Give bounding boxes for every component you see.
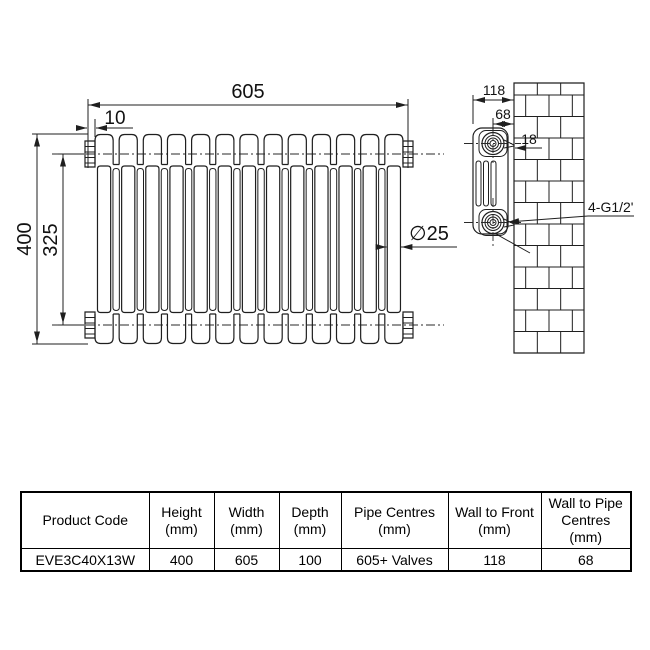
dim-wall-to-pipe: 68 — [493, 106, 514, 130]
bottom-header-hubs — [95, 314, 403, 344]
wall-brackets — [496, 140, 530, 253]
spec-table-data-row: EVE3C40X13W 400 605 100 605+ Valves 118 … — [20, 548, 632, 572]
dim-width: 605 — [88, 81, 408, 168]
col-product-code: Product Code — [20, 491, 150, 550]
radiator-side-profile — [464, 127, 530, 253]
dim-wall-gap-label: 18 — [521, 131, 537, 147]
dim-wall-gap: 18 — [515, 131, 542, 151]
side-view: 118 68 18 4-G1/2' — [464, 82, 634, 353]
col-depth: Depth (mm) — [278, 491, 342, 550]
cell-wall-to-front: 118 — [447, 548, 542, 572]
front-view: 605 10 400 — [14, 81, 457, 344]
dim-column-diameter: ∅25 — [375, 223, 457, 250]
dim-wall-to-front: 118 — [473, 82, 514, 124]
cell-pipe-centres: 605+ Valves — [340, 548, 449, 572]
cell-width: 605 — [213, 548, 280, 572]
brick-wall — [514, 83, 584, 353]
valve-tails — [85, 141, 413, 338]
dim-column-diameter-label: ∅25 — [409, 223, 449, 245]
cell-height: 400 — [148, 548, 215, 572]
cell-product-code: EVE3C40X13W — [20, 548, 150, 572]
dim-height-label: 400 — [14, 222, 36, 255]
spec-table: Product Code Height (mm) Width (mm) Dept… — [20, 491, 632, 573]
dim-inset: 10 — [76, 108, 133, 137]
spec-table-header-row: Product Code Height (mm) Width (mm) Dept… — [20, 491, 632, 550]
top-header-hubs — [95, 135, 403, 165]
front-view-sections — [95, 135, 403, 344]
rear-columns — [113, 169, 385, 311]
col-pipe-centres: Pipe Centres (mm) — [340, 491, 449, 550]
callout-connections: 4-G1/2' — [508, 199, 634, 225]
tail-bottom-right — [403, 312, 413, 338]
cell-depth: 100 — [278, 548, 342, 572]
hub-connectors — [113, 165, 385, 315]
drawing-svg: 605 10 400 — [14, 81, 650, 480]
col-wall-to-pipe-centres: Wall to Pipe Centres (mm) — [540, 491, 632, 550]
column-slots — [476, 161, 496, 206]
dim-inset-label: 10 — [104, 108, 125, 129]
col-height: Height (mm) — [148, 491, 215, 550]
tail-top-left — [85, 141, 95, 167]
dim-pipe-centres-label: 325 — [40, 223, 62, 256]
dim-pipe-centres-vertical: 325 — [40, 154, 84, 325]
cell-wall-to-pipe-centres: 68 — [540, 548, 632, 572]
dim-wall-to-front-label: 118 — [483, 82, 506, 98]
col-width: Width (mm) — [213, 491, 280, 550]
callout-connections-label: 4-G1/2' — [588, 199, 633, 215]
dim-height: 400 — [14, 134, 88, 344]
tail-bottom-left — [85, 312, 95, 338]
front-columns — [97, 166, 400, 313]
dim-wall-to-pipe-label: 68 — [495, 106, 511, 122]
col-wall-to-front: Wall to Front (mm) — [447, 491, 542, 550]
dim-width-label: 605 — [231, 81, 264, 103]
